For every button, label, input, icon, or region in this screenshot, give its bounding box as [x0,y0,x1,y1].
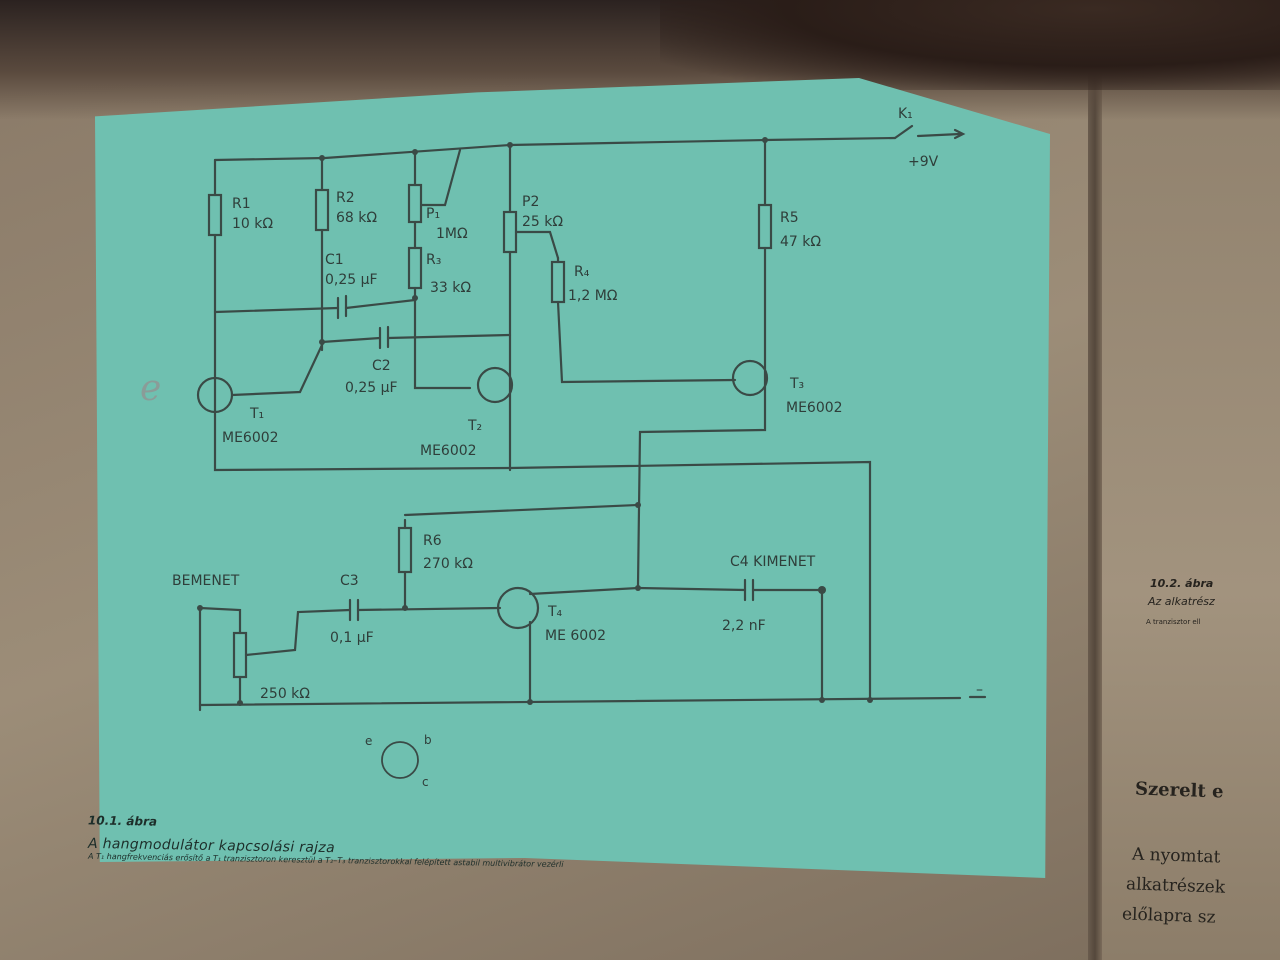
resistor-r4 [550,260,566,304]
t4-name: T₄ [547,604,563,620]
r1-value: 10 kΩ [232,216,273,232]
pin-e-label: e [365,734,372,748]
potentiometer-input [232,631,248,679]
supply-label: +9V [908,154,939,170]
t1-type: ME6002 [222,430,279,446]
transistor-t4 [496,586,540,630]
adjacent-heading: Szerelt e [1134,778,1224,803]
r4-value: 1,2 MΩ [568,288,618,304]
potentiometer-p1 [407,183,423,224]
c3-name: C3 [340,573,359,589]
adjacent-caption-line2: A tranzisztor ell [1146,618,1201,626]
transistor-t3 [731,359,769,397]
input-pot-value: 250 kΩ [260,686,310,702]
book-page-right [1095,40,1280,960]
t2-type: ME6002 [420,443,477,459]
r3-name: R₃ [426,252,441,268]
adjacent-caption-line1: Az alkatrész [1148,595,1215,608]
c2-value: 0,25 µF [345,380,398,396]
figure-number: 10.1. ábra [87,813,158,829]
resistor-r5 [757,203,773,250]
r2-name: R2 [336,190,355,206]
capacitor-c3 [348,598,360,622]
r6-name: R6 [423,533,442,549]
figure-plate [95,78,1050,878]
capacitor-c1 [336,294,348,320]
r5-name: R5 [780,210,799,226]
r1-name: R1 [232,196,251,212]
capacitor-c2 [378,325,390,350]
p2-value: 25 kΩ [522,214,563,230]
c4-value: 2,2 nF [722,618,766,634]
r6-value: 270 kΩ [423,556,473,572]
resistor-r3 [407,246,423,290]
transistor-t2 [476,366,514,404]
r5-value: 47 kΩ [780,234,821,250]
potentiometer-p2 [502,210,518,254]
adjacent-paragraph-line3: előlapra sz [1121,904,1216,928]
t3-type: ME6002 [786,400,843,416]
resistor-r6 [397,526,413,574]
t3-name: T₃ [789,376,804,392]
p2-name: P2 [522,194,539,210]
resistor-r2 [314,188,330,232]
supply-rail [213,136,897,162]
adjacent-figure-number: 10.2. ábra [1150,577,1214,590]
ground-minus: – [976,682,983,698]
finger-shadow [660,0,1280,90]
p1-name: P₁ [426,206,440,222]
c3-value: 0,1 µF [330,630,374,646]
switch-k1 [893,124,962,140]
r4-name: R₄ [574,264,590,280]
adjacent-paragraph-line1: A nyomtat [1131,844,1221,868]
t2-name: T₂ [467,418,482,434]
adjacent-paragraph-line2: alkatrészek [1125,874,1226,898]
pin-c-label: c [422,775,429,789]
handwritten-e: e [140,368,161,409]
c1-value: 0,25 µF [325,272,378,288]
p1-value: 1MΩ [436,226,468,242]
r3-value: 33 kΩ [430,280,471,296]
bemenet-label: BEMENET [172,573,240,589]
resistor-r1 [207,193,223,237]
c2-name: C2 [372,358,391,374]
pinout-diagram [381,741,419,779]
c1-name: C1 [325,252,344,268]
capacitor-c4 [743,578,755,602]
r2-value: 68 kΩ [336,210,377,226]
c4-kimenet-label: C4 KIMENET [730,554,816,570]
book-gutter [1088,40,1102,960]
t1-name: T₁ [249,406,264,422]
t4-type: ME 6002 [545,628,606,644]
pin-b-label: b [424,733,432,747]
k1-label: K₁ [898,106,913,122]
ground-rail [198,696,962,707]
